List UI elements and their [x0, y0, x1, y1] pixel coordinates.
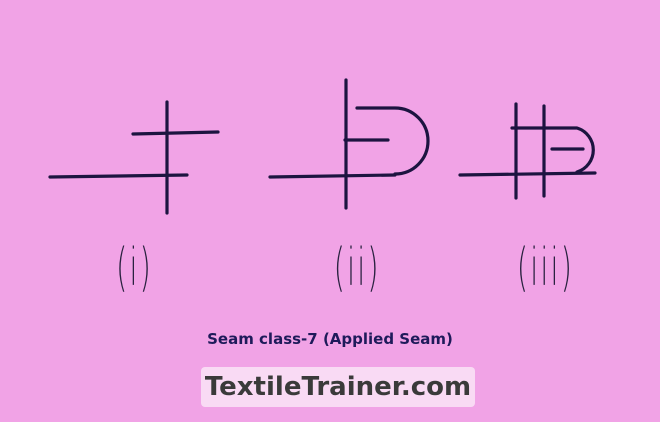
seam-ii-drawing	[268, 78, 430, 210]
seam-ii-lower-ply	[268, 173, 397, 179]
figure-caption: Seam class-7 (Applied Seam)	[207, 330, 453, 348]
label-iii: (iii)	[516, 238, 575, 298]
label-i: (i)	[116, 238, 154, 298]
seam-iii-folded-ply	[510, 126, 595, 174]
seam-i-upper-ply	[131, 130, 220, 136]
label-ii: (ii)	[333, 238, 381, 298]
seam-iii-drawing	[458, 102, 597, 200]
seam-i-lower-ply	[48, 173, 189, 179]
seam-ii-folded-ply	[355, 106, 430, 176]
seam-iii-lower-ply	[458, 171, 597, 177]
site-watermark: TextileTrainer.com	[201, 367, 475, 407]
seam-i-drawing	[48, 100, 220, 215]
